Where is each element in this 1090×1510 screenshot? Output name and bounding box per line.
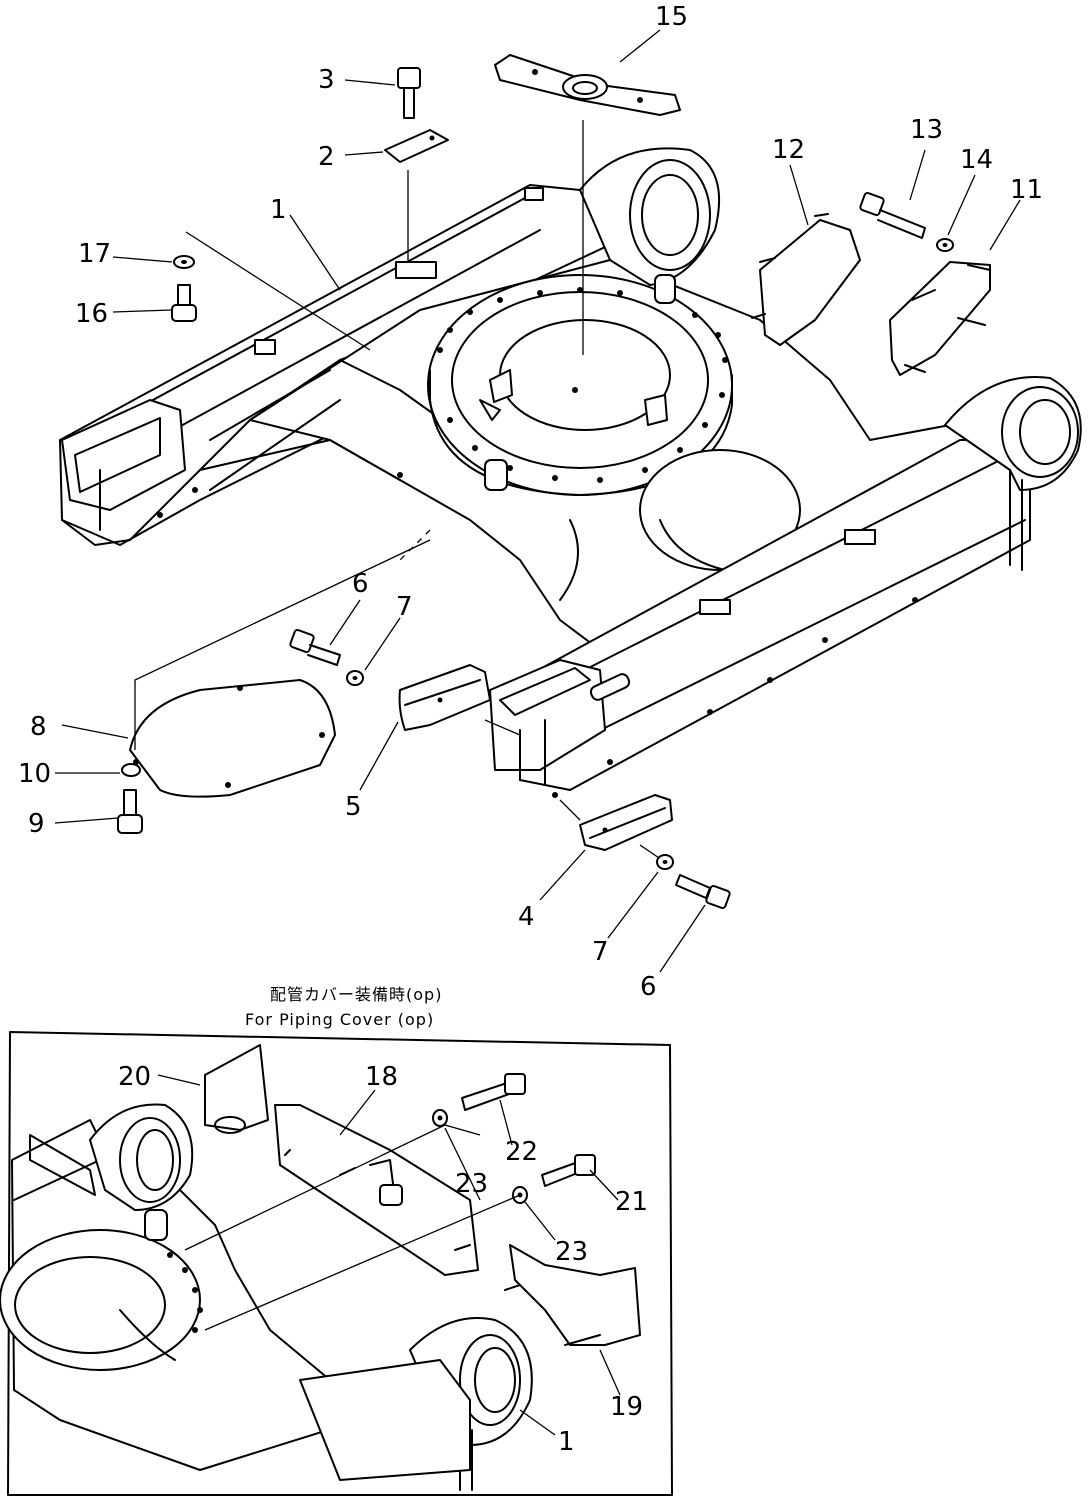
callout-23-upper: 23 xyxy=(455,1169,488,1199)
part-11-plate xyxy=(889,261,991,376)
inset-caption-en: For Piping Cover (op) xyxy=(245,1010,434,1029)
callout-19: 19 xyxy=(610,1392,643,1422)
callout-12: 12 xyxy=(772,135,805,165)
part-15-center-bracket xyxy=(494,54,681,116)
part-13-bolt xyxy=(859,191,926,239)
callout-leaders xyxy=(54,29,1021,973)
callout-7-lower: 7 xyxy=(592,937,609,967)
callout-4: 4 xyxy=(518,902,535,932)
callout-22: 22 xyxy=(505,1137,538,1167)
callout-18: 18 xyxy=(365,1062,398,1092)
leader-17 xyxy=(185,231,371,351)
callout-13: 13 xyxy=(910,115,943,145)
part-7-washer-lower xyxy=(656,854,674,870)
part-14-washer xyxy=(936,238,954,252)
part-16-bolt xyxy=(171,284,197,322)
part-4-bracket xyxy=(579,794,673,851)
part-12-cover xyxy=(751,213,861,346)
callout-1: 1 xyxy=(270,195,287,225)
callout-3: 3 xyxy=(318,65,335,95)
leader-dash xyxy=(399,529,431,561)
callout-15: 15 xyxy=(655,2,688,32)
track-frame xyxy=(59,147,1082,798)
callout-7-upper: 7 xyxy=(396,592,413,622)
callout-5: 5 xyxy=(345,792,362,822)
inset-caption-jp: 配管カバー装備時(op) xyxy=(270,985,442,1004)
part-2-mount xyxy=(395,261,437,279)
callout-6-upper: 6 xyxy=(352,569,369,599)
callout-17: 17 xyxy=(78,239,111,269)
callout-2: 2 xyxy=(318,142,335,172)
part-8-cover-plate xyxy=(129,679,336,798)
callout-23-lower: 23 xyxy=(555,1237,588,1267)
part-3-bolt xyxy=(397,67,421,119)
callout-10: 10 xyxy=(18,759,51,789)
part-17-washer xyxy=(173,255,195,269)
part-7-washer-upper xyxy=(346,670,364,686)
part-6-bolt-lower xyxy=(675,874,731,910)
callout-16: 16 xyxy=(75,299,108,329)
leader-8 xyxy=(134,539,431,750)
callout-9: 9 xyxy=(28,809,45,839)
callout-8: 8 xyxy=(30,712,47,742)
part-5-bracket xyxy=(398,664,491,731)
part-2-plate xyxy=(384,129,449,163)
leader-5 xyxy=(484,719,521,736)
callout-11: 11 xyxy=(1010,175,1043,205)
callout-20: 20 xyxy=(118,1062,151,1092)
part-6-bolt-upper xyxy=(289,628,341,666)
callout-14: 14 xyxy=(960,145,993,175)
inset-piping-cover: 20 18 23 22 21 23 19 1 xyxy=(0,1031,673,1496)
callout-21: 21 xyxy=(615,1187,648,1217)
callout-1-inset: 1 xyxy=(558,1427,575,1457)
ring-bolt-holes xyxy=(437,287,728,483)
callout-6-lower: 6 xyxy=(640,972,657,1002)
part-10-washer xyxy=(121,763,141,777)
callout-numbers: 1 2 3 4 5 6 6 7 7 8 9 10 11 12 13 14 15 … xyxy=(18,2,1043,1002)
part-9-bolt xyxy=(117,789,143,834)
